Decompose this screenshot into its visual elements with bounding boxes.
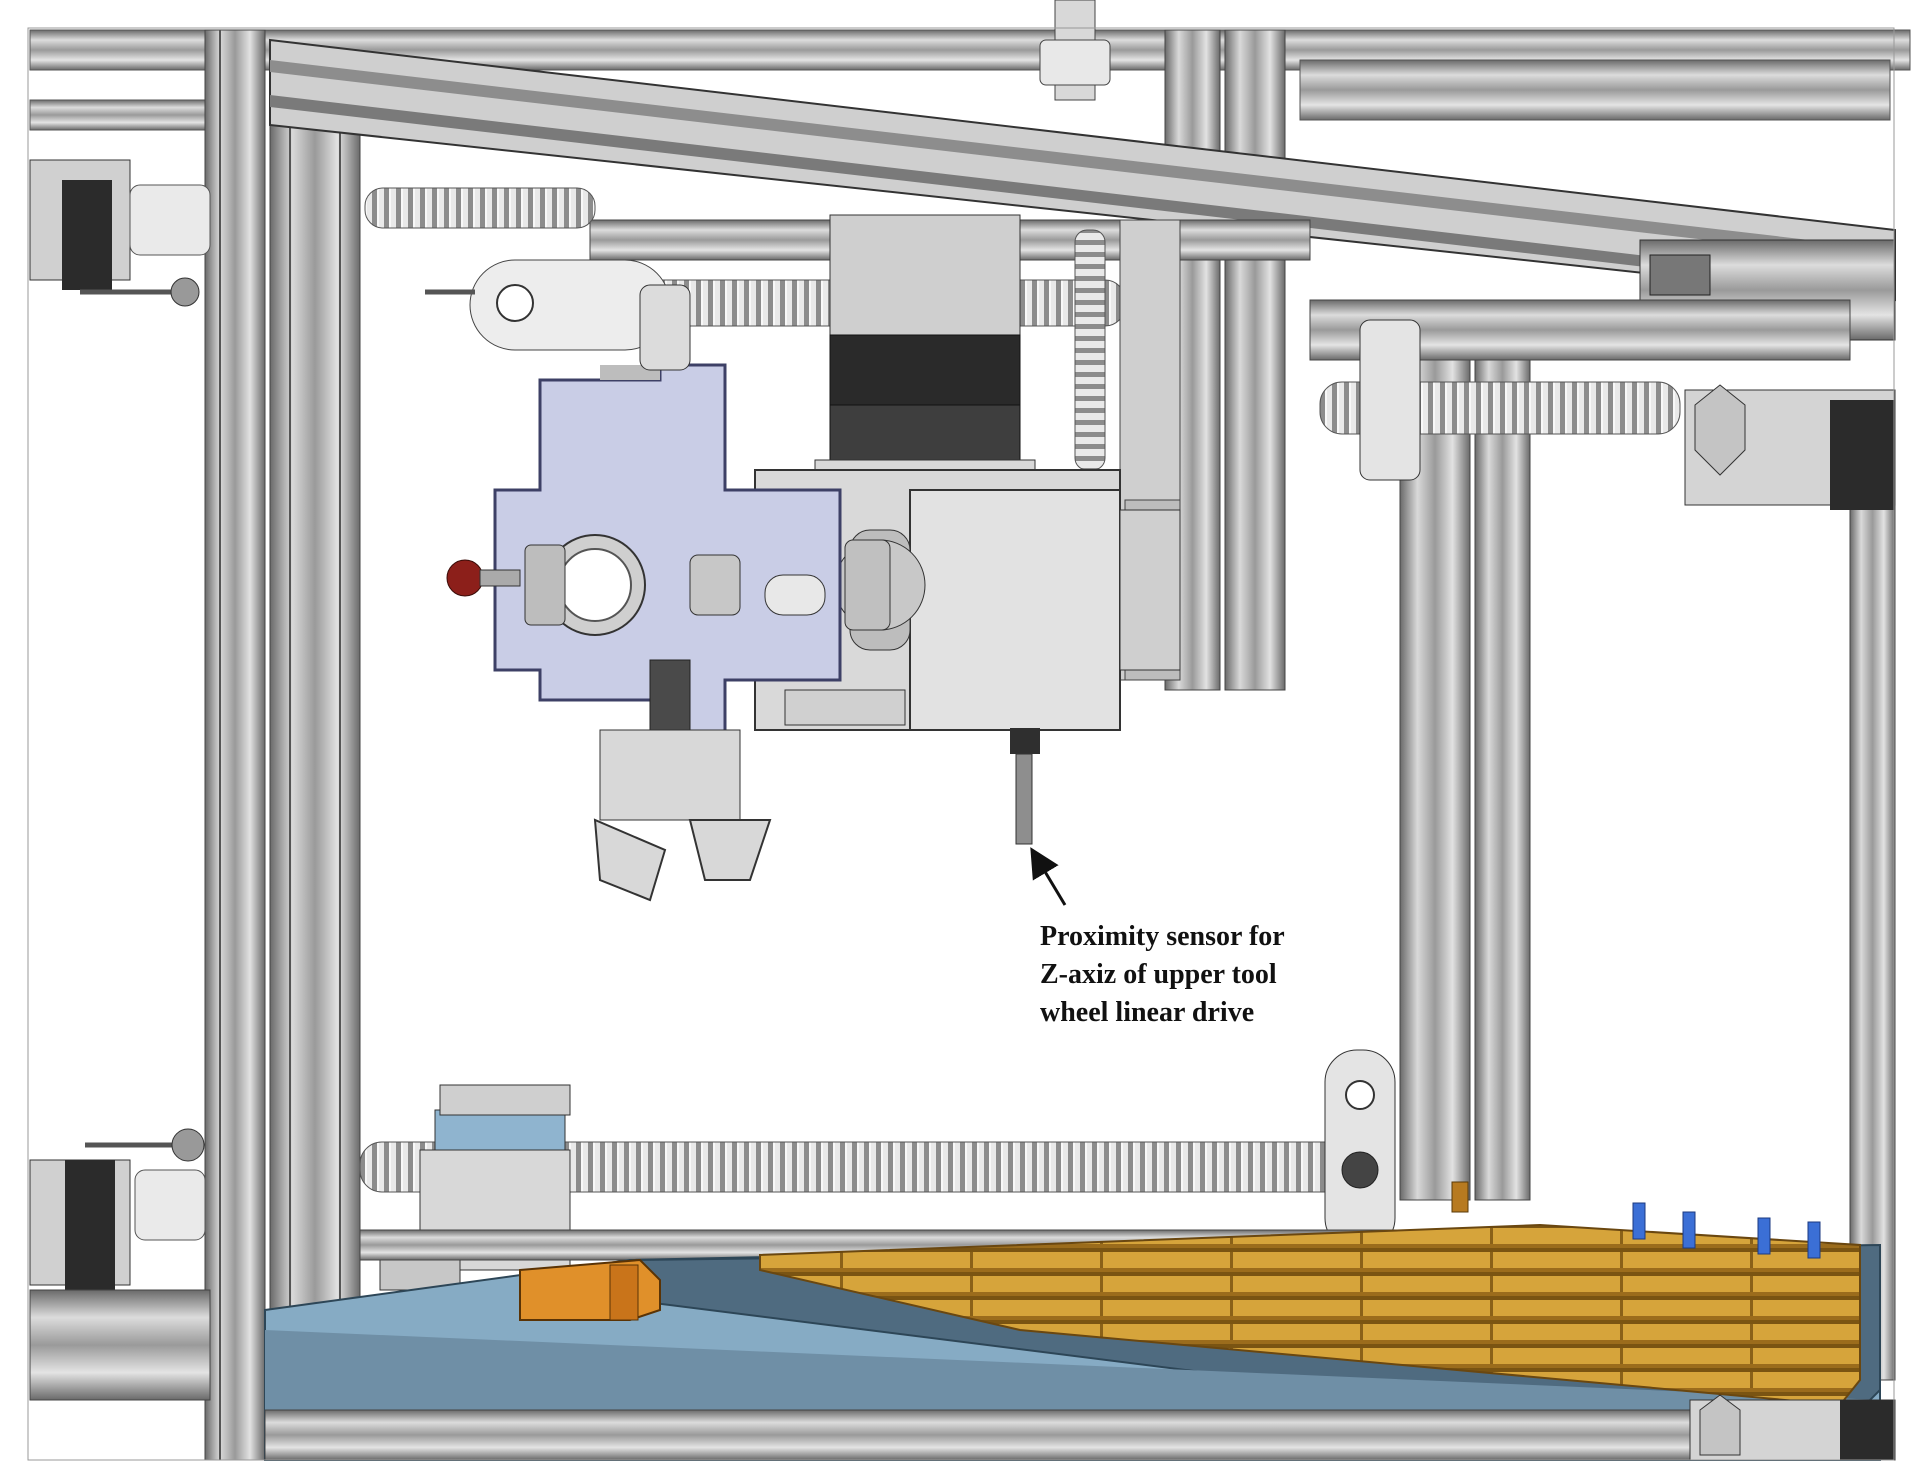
proximity-sensor-icon bbox=[1010, 728, 1040, 845]
figure-border bbox=[27, 27, 1895, 1461]
upper-bearing-mount bbox=[425, 259, 671, 351]
tool-wheel-assembly bbox=[446, 284, 891, 902]
upper-right-stepper-motor bbox=[1359, 319, 1896, 510]
lead-screw-icon bbox=[1074, 229, 1106, 471]
upper-left-stepper-motor bbox=[29, 159, 211, 307]
lower-bearing-mount bbox=[1324, 1049, 1396, 1251]
lower-left-stepper-motor bbox=[29, 1128, 206, 1290]
top-gantry-beam bbox=[269, 38, 1896, 341]
arrow-icon bbox=[1030, 847, 1067, 906]
left-vertical-posts bbox=[204, 29, 361, 1461]
proximity-sensor-caption: Proximity sensor for Z-axiz of upper too… bbox=[1040, 918, 1340, 1032]
blue-clamps bbox=[1451, 1181, 1821, 1259]
gripper-icon bbox=[639, 284, 691, 371]
caption-line-2: Z-axiz of upper tool bbox=[1040, 959, 1277, 990]
caption-line-3: wheel linear drive bbox=[1040, 997, 1255, 1028]
orange-block bbox=[519, 1258, 661, 1321]
lower-right-stepper-motor bbox=[1689, 1394, 1896, 1461]
z-axis-stepper-motor bbox=[814, 214, 1036, 491]
annotation-arrow bbox=[1030, 847, 1067, 906]
tray-grid bbox=[759, 1223, 1861, 1407]
caption-line-1: Proximity sensor for bbox=[1040, 921, 1285, 952]
right-vertical-posts bbox=[1399, 299, 1896, 1381]
center-vertical-posts bbox=[1164, 29, 1286, 691]
lead-screw-icon bbox=[364, 187, 596, 229]
